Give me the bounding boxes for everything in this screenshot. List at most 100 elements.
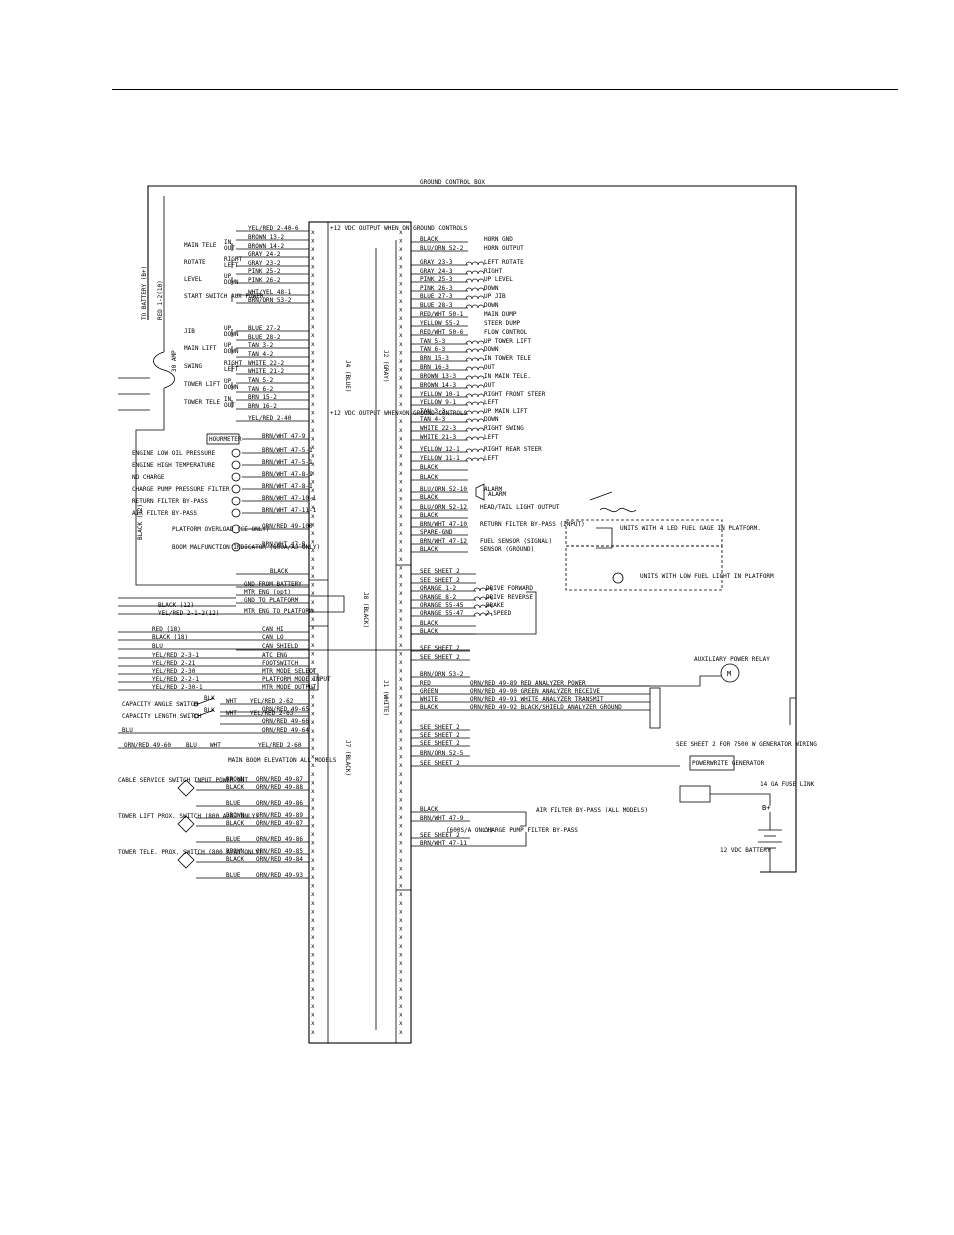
solenoid-coil: [465, 261, 485, 266]
pin-mark: x: [311, 530, 315, 537]
control-box-body: [308, 221, 412, 1044]
pin-mark: x: [311, 324, 315, 331]
indicator-wire-label: BRN/WHT 47-11-1: [262, 507, 317, 514]
solenoid-coil: [465, 340, 485, 345]
pin-mark: x: [399, 358, 403, 365]
pin-mark: x: [399, 797, 403, 804]
j7-wire-label: CAN SHIELD: [262, 643, 299, 650]
pin-mark: x: [311, 410, 315, 417]
indicator-lamp: [231, 542, 241, 552]
solenoid-coil: [473, 612, 493, 617]
pin-mark: x: [311, 650, 315, 657]
pin-mark: x: [399, 848, 403, 855]
pin-mark: x: [399, 255, 403, 262]
pin-mark: x: [311, 349, 315, 356]
j2-destination: RETURN FILTER BY-PASS (INPUT): [480, 521, 585, 528]
j1-wire-label: ORANGE 55-47: [420, 610, 464, 617]
pin-mark: x: [399, 779, 403, 786]
pin-mark: x: [311, 315, 315, 322]
j4-wire-label: TAN 5-2: [248, 377, 274, 384]
j2-destination: RIGHT: [484, 268, 502, 275]
j2-wire-label: YELLOW 10-1: [420, 391, 460, 398]
pin-mark: x: [399, 1012, 403, 1019]
pin-mark: x: [311, 685, 315, 692]
pin-mark: x: [311, 874, 315, 881]
j2-destination: HORN OUTPUT: [484, 245, 524, 252]
pin-mark: x: [399, 229, 403, 236]
function-direction: DOWN: [224, 331, 239, 338]
pin-mark: x: [311, 599, 315, 606]
j2-destination: LEFT: [484, 434, 499, 441]
pin-mark: x: [311, 840, 315, 847]
pin-mark: x: [311, 728, 315, 735]
pin-mark: x: [399, 573, 403, 580]
solenoid-coil: [465, 427, 485, 432]
analyzer-destination: ORN/RED 49-89 RED ANALYZER POWER: [470, 680, 586, 687]
j1-wire-label: SEE SHEET 2: [420, 577, 460, 584]
j4-wire-label: GRAY 24-2: [248, 251, 281, 258]
solenoid-coil: [465, 304, 485, 309]
charge-pump-wire: [470, 832, 527, 847]
j4-wire-label: YEL/RED 2-40-6: [248, 225, 299, 232]
pin-mark: x: [311, 633, 315, 640]
black-ground-label: BLACK (12): [137, 504, 144, 540]
j2-destination: STEER DUMP: [484, 320, 521, 327]
j2-destination: UP TOWER LIFT: [484, 338, 531, 345]
j2-wire-label: BLU/ORN 52-12: [420, 504, 467, 511]
pin-mark: x: [399, 926, 403, 933]
generator-note: SEE SHEET 2 FOR 7500 W GENERATOR WIRING: [676, 741, 817, 748]
pin-mark: x: [311, 908, 315, 915]
j2-destination: OUT: [484, 364, 495, 371]
pin-mark: x: [399, 444, 403, 451]
j2-wire-label: BLACK: [420, 494, 438, 501]
j2-destination: HORN GND: [484, 236, 513, 243]
pin-mark: x: [311, 642, 315, 649]
pin-mark: x: [311, 272, 315, 279]
j1-wire-label: BLACK: [420, 628, 438, 635]
fuse-link-label: 14 GA FUSE LINK: [760, 781, 815, 788]
pin-mark: x: [311, 367, 315, 374]
capacity-wire: YEL/RED 2-63: [250, 710, 294, 717]
function-direction: RIGHT: [224, 256, 242, 263]
j2-destination: LEFT: [484, 455, 499, 462]
pin-mark: x: [399, 435, 403, 442]
pin-mark: x: [311, 418, 315, 425]
j1-lower-label: GREEN: [420, 688, 438, 695]
pin-mark: x: [399, 478, 403, 485]
capacity-wire: WHT: [226, 710, 237, 717]
indicator-label: HOURMETER: [209, 436, 242, 443]
j2-wire-label: BRN/WHT 47-10: [420, 521, 467, 528]
pin-mark: x: [399, 582, 403, 589]
j2-destination: ALARM: [484, 486, 502, 493]
j7-label: J7 (BLACK): [344, 740, 351, 776]
pin-mark: x: [311, 341, 315, 348]
pin-mark: x: [399, 719, 403, 726]
pin-mark: x: [399, 392, 403, 399]
j2-wire-label: BLACK: [420, 236, 438, 243]
j2-wire-label: GRAY 23-3: [420, 259, 453, 266]
solenoid-coil: [465, 436, 485, 441]
j2-wire-label: BLUE 27-3: [420, 293, 453, 300]
j1-lower-label: SEE SHEET 2: [420, 645, 460, 652]
pin-mark: x: [399, 659, 403, 666]
pin-mark: x: [399, 805, 403, 812]
light-switch: [589, 491, 613, 501]
j8-wire-label: GND FROM BATTERY: [244, 581, 302, 588]
led-fuel-note-box: [565, 519, 723, 547]
aux-motor: [720, 663, 740, 683]
j2-destination: DOWN: [484, 285, 499, 292]
j7-wire-label: MTR MODE OUTPUT: [262, 684, 317, 691]
prox-switch-label: TOWER TELE. PROX. SWITCH (800 A/AJ ONLY): [118, 849, 263, 856]
pin-mark: x: [311, 943, 315, 950]
j2-wire-label: YELLOW 9-1: [420, 399, 457, 406]
solenoid-coil: [465, 278, 485, 283]
low-fuel-sender: [612, 572, 624, 584]
boom-elevation-note: MAIN BOOM ELEVATION ALL MODELS: [228, 757, 337, 764]
prox-switch-symbol: [177, 815, 195, 833]
function-direction: UP: [224, 378, 232, 385]
indicator-lamp: [231, 448, 241, 458]
pin-mark: x: [311, 539, 315, 546]
pin-mark: x: [399, 427, 403, 434]
j2-wire-label: RED/WHT 50-1: [420, 311, 464, 318]
